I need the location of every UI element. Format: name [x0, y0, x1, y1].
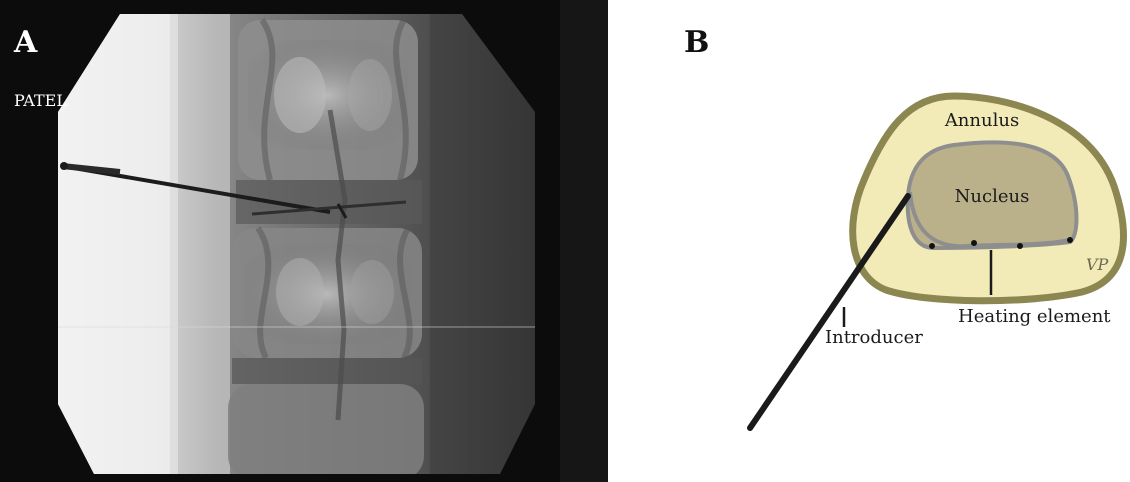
introducer-label: Introducer — [825, 327, 923, 348]
disc-diagram: B Annulus Nucleus Heating element Introd… — [608, 0, 1130, 482]
xray-field — [40, 0, 560, 482]
artist-signature: VP — [1086, 255, 1109, 274]
vertebral-column — [228, 20, 424, 480]
heating-dot-1 — [929, 243, 935, 249]
heating-dot-2 — [971, 240, 977, 246]
heating-dot-3 — [1017, 243, 1023, 249]
xray-image: A PATEL — [0, 0, 608, 482]
panel-a-xray: A PATEL — [0, 0, 608, 482]
annulus-label: Annulus — [944, 110, 1019, 131]
panel-b-letter: B — [684, 25, 709, 60]
heating-element-label: Heating element — [958, 306, 1111, 327]
introducer-needle — [750, 196, 908, 428]
nucleus-label: Nucleus — [955, 186, 1030, 207]
panel-a-letter: A — [13, 25, 38, 60]
patient-label: PATEL — [14, 91, 67, 110]
panel-b-diagram: B Annulus Nucleus Heating element Introd… — [608, 0, 1130, 482]
heating-dot-4 — [1067, 237, 1073, 243]
